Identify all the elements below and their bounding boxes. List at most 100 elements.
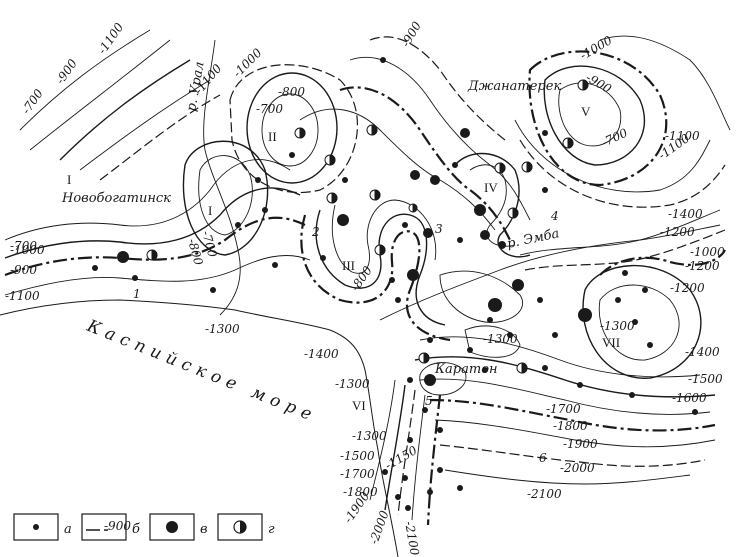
contour-line [419,362,467,396]
well-dot [395,297,401,303]
legend-item-b: -900 б [81,513,140,541]
well-half [324,154,336,166]
contour-label: -1400 [668,207,703,221]
contour-label: -1800 [553,419,588,433]
well-dot [482,367,488,373]
well-dot [552,332,558,338]
zone-number-6: 6 [539,451,547,465]
well-dot [402,475,408,481]
contour-line [528,50,668,187]
well-half [562,137,574,149]
well-half [418,352,430,364]
caspian-sea-label: Каспийское море [83,316,320,427]
well-dot [92,265,98,271]
well-dot [457,485,463,491]
well-dot [402,222,408,228]
contour-label: -2100 [402,520,422,557]
contour-label: -1600 [672,391,707,405]
zone-numbers: 1 2 3 4 5 6 [133,209,559,465]
well-dot [452,162,458,168]
contour-line [300,214,451,342]
well-dot [457,237,463,243]
contour-line [369,379,396,501]
contour-label: -1150 [383,443,420,473]
contour-label: -1200 [685,259,720,273]
well-dot [507,332,513,338]
contour-label: -1300 [600,319,635,333]
contour-line [59,59,191,161]
well-dot [629,392,635,398]
well-producing [430,175,440,185]
contour-label: -700 [256,102,283,116]
contour-lines [4,29,731,526]
well-producing [578,308,592,322]
structure-label-v: V [581,104,591,119]
well-producing [424,374,436,386]
structure-label-iii: III [342,258,355,273]
well-half [521,161,533,173]
contour-line [331,199,437,274]
ural-river-line [203,39,241,316]
wells [92,57,698,511]
contour-line [384,384,406,511]
legend-label-b: б [132,522,140,537]
contour-line [369,36,506,141]
contour-labels: -1100 -900 -700 -1100 -1000 -800 -700 -7… [5,19,725,557]
well-half [577,79,589,91]
contour-label: -1400 [685,345,720,359]
contour-label: -900 [10,263,37,277]
contour-line [299,108,496,231]
place-emba-river: р. Эмба [506,226,561,252]
well-dot [422,407,428,413]
legend: а -900 б в г [13,513,275,541]
well-dot [542,130,548,136]
well-half [294,127,306,139]
legend-label-g: г [268,522,275,537]
contour-label: -700 [199,229,220,259]
structure-label-vii: VII [602,335,620,350]
contour-label: -1900 [563,437,598,451]
contour-line [315,209,446,326]
structure-label-vi: VI [352,398,366,413]
well-dot [632,319,638,325]
contour-line [558,82,622,147]
contour-line [19,29,151,131]
well-dot [692,409,698,415]
well-dot [427,337,433,343]
well-producing [480,230,490,240]
contour-line [4,159,291,241]
contour-label: -2100 [527,487,562,501]
contour-line [182,140,269,256]
contour-line [4,216,306,277]
contour-line [439,444,706,467]
well-producing [337,214,349,226]
place-novobogatinsk: Новобогатинск [61,191,171,206]
well-half [494,162,506,174]
contour-line [261,93,319,167]
well-producing [407,269,419,281]
contour-label: -1200 [670,281,705,295]
contour-label: -1200 [660,225,695,239]
contour-line [429,398,716,432]
well-dot [255,177,261,183]
legend-item-v: в [149,513,208,541]
well-half [146,249,158,261]
contour-line [598,284,680,361]
contour-label: -1000 [690,245,725,259]
well-producing [410,170,420,180]
contour-line [4,187,301,259]
contour-label: -1700 [340,467,375,481]
contour-line [419,336,701,378]
well-dot [289,152,295,158]
well-half [369,189,381,201]
zone-number-4: 4 [550,209,559,223]
well-dot [615,297,621,303]
well-dot [467,347,473,353]
well-half [516,362,528,374]
contour-label: -900 [398,19,424,50]
well-producing [512,279,524,291]
contour-line [454,152,531,258]
contour-label: -1700 [546,402,581,416]
